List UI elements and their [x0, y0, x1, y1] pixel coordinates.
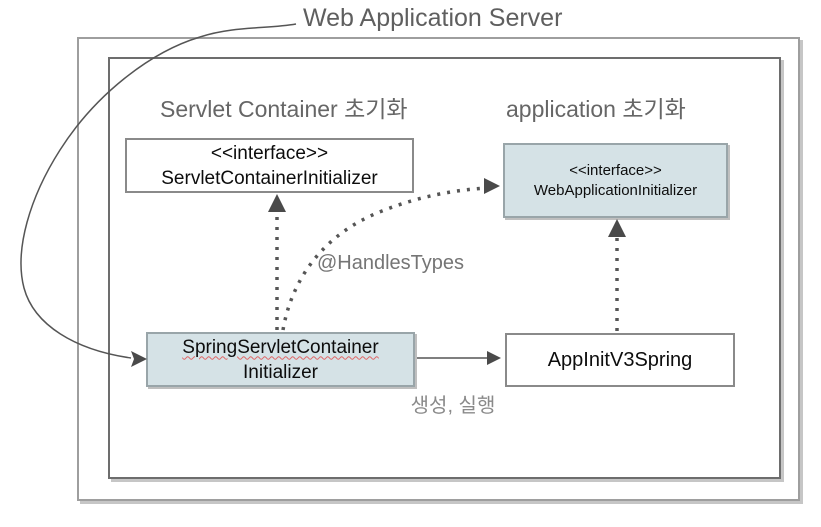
section-heading-servlet-container: Servlet Container 초기화 — [160, 96, 408, 122]
edge-label-handles-types: @HandlesTypes — [317, 252, 465, 274]
edge-label-create-run: 생성, 실행 — [410, 395, 496, 417]
node-name: ServletContainerInitializer — [161, 167, 378, 189]
node-servlet-container-initializer: <<interface>> ServletContainerInitialize… — [125, 138, 414, 193]
node-stereotype: <<interface>> — [569, 161, 662, 179]
node-web-application-initializer: <<interface>> WebApplicationInitializer — [503, 143, 728, 218]
section-heading-application: application 초기화 — [506, 96, 686, 122]
node-spring-servlet-container-initializer: SpringServletContainer Initializer — [146, 332, 415, 387]
node-stereotype: <<interface>> — [210, 142, 329, 164]
node-name: AppInitV3Spring — [547, 348, 693, 371]
node-name: WebApplicationInitializer — [533, 181, 698, 199]
page-title: Web Application Server — [303, 4, 563, 32]
node-name-line2: Initializer — [243, 361, 318, 383]
node-app-init-v3-spring: AppInitV3Spring — [505, 333, 735, 387]
node-name-line1: SpringServletContainer — [182, 336, 379, 358]
